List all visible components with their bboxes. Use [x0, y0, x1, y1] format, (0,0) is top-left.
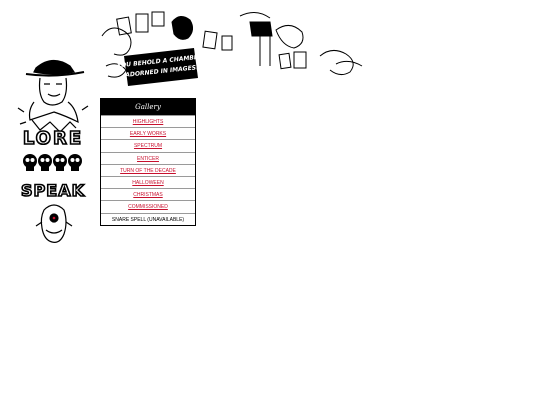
- sidebar-art: LORE SPEAK: [14, 50, 92, 255]
- hat-figure-illustration: [17, 59, 89, 133]
- gallery-link-spectrum[interactable]: SPECTRUM: [133, 143, 163, 150]
- banner-ribbon: YOU BEHOLD A CHAMBER ADORNED IN IMAGES.: [117, 48, 203, 86]
- banner-illustration: YOU BEHOLD A CHAMBER ADORNED IN IMAGES.: [101, 11, 363, 86]
- gallery-link-turn-of-the-decade[interactable]: TURN OF THE DECADE: [120, 167, 176, 174]
- ghost-illustration: [35, 204, 73, 243]
- gallery-title: Gallery: [101, 99, 195, 115]
- gallery-item-enticer: ENTICER: [101, 151, 195, 164]
- gallery-link-highlights[interactable]: HIGHLIGHTS: [132, 119, 164, 125]
- logo-word-bottom: SPEAK: [21, 181, 85, 200]
- gallery-item-turn-of-the-decade: TURN OF THE DECADE: [101, 163, 195, 176]
- gallery-link-halloween[interactable]: HALLOWEEN: [132, 179, 164, 186]
- gallery-item-commissioned: COMMISSIONED: [101, 200, 195, 212]
- lorespeak-logo: LORE SPEAK: [17, 59, 89, 243]
- logo-word-top: LORE: [23, 128, 83, 149]
- gallery-link-commissioned[interactable]: COMMISSIONED: [128, 204, 168, 211]
- gallery-link-christmas[interactable]: CHRISTMAS: [133, 192, 163, 199]
- gallery-link-enticer[interactable]: ENTICER: [137, 155, 159, 162]
- gallery-item-highlights: HIGHLIGHTS: [101, 115, 195, 127]
- gallery-item-halloween: HALLOWEEN: [101, 175, 195, 188]
- gallery-item-christmas: CHRISTMAS: [101, 188, 195, 200]
- gallery-link-early-works[interactable]: EARLY WORKS: [129, 131, 167, 138]
- gallery-menu: Gallery HIGHLIGHTS EARLY WORKS SPECTRUM …: [100, 98, 196, 226]
- gallery-item-spectrum: SPECTRUM: [101, 139, 195, 151]
- skull-row-icon: [23, 154, 82, 171]
- header-banner: YOU BEHOLD A CHAMBER ADORNED IN IMAGES.: [100, 6, 368, 90]
- gallery-item-snare-spell: SNARE SPELL (UNAVAILABLE): [101, 212, 195, 225]
- gallery-item-early-works: EARLY WORKS: [101, 127, 195, 139]
